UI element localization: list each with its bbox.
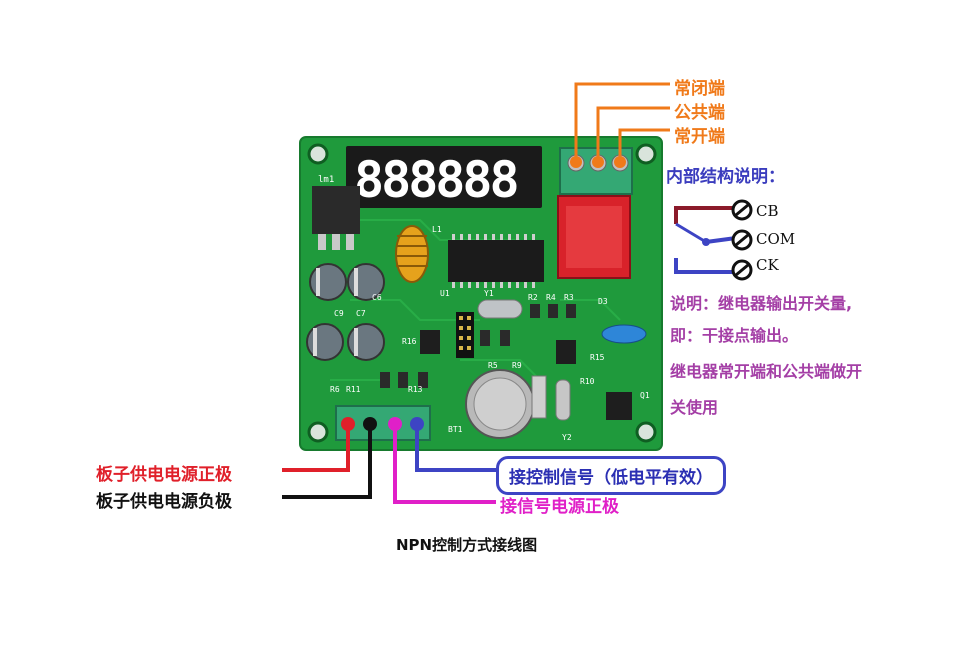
svg-text:R6: R6 [330, 385, 340, 394]
crystal-y1 [477, 299, 523, 319]
svg-text:C9: C9 [334, 309, 344, 318]
pin-header [456, 312, 474, 358]
seven-segment-display [346, 146, 542, 208]
schematic-screw-terminals [731, 199, 753, 281]
inductor-coil [395, 225, 429, 283]
label-normally-open: 常开端 [674, 127, 725, 147]
internal-structure-title: 内部结构说明： [666, 167, 785, 187]
magenta-wire [393, 424, 496, 504]
crystal-y2 [555, 379, 571, 421]
svg-text:R3: R3 [564, 293, 574, 302]
black-wire [282, 424, 372, 499]
svg-text:BT1: BT1 [448, 425, 463, 434]
blue-wire [415, 424, 496, 472]
svg-text:L1: L1 [432, 225, 442, 234]
relay-schematic [674, 206, 737, 274]
svg-text:R10: R10 [580, 377, 595, 386]
svg-text:R5: R5 [488, 361, 498, 370]
label-power-positive: 板子供电电源正极 [96, 465, 232, 485]
electrolytic-capacitors [306, 263, 385, 361]
note-line-3: 继电器常开端和公共端做开 [670, 362, 863, 381]
label-common: 公共端 [674, 103, 725, 123]
terminal-ck: CK [756, 256, 779, 274]
red-wire [282, 424, 350, 472]
svg-text:R4: R4 [546, 293, 556, 302]
svg-text:C6: C6 [372, 293, 382, 302]
svg-text:C7: C7 [356, 309, 366, 318]
note-line-2: 即：干接点输出。 [670, 326, 799, 345]
terminal-cb: CB [756, 202, 779, 220]
svg-text:R11: R11 [346, 385, 361, 394]
terminal-com: COM [756, 230, 796, 248]
svg-text:Y2: Y2 [562, 433, 572, 442]
svg-text:R15: R15 [590, 353, 605, 362]
svg-text:D3: D3 [598, 297, 608, 306]
voltage-regulator [312, 186, 360, 234]
label-normally-closed: 常闭端 [674, 79, 725, 99]
relay-output-wires [574, 82, 670, 158]
regulator-label: lm1 [318, 175, 334, 185]
note-line-1: 说明：继电器输出开关量, [670, 294, 853, 313]
label-power-negative: 板子供电电源负极 [96, 492, 232, 512]
svg-text:R2: R2 [528, 293, 538, 302]
svg-text:Y1: Y1 [484, 289, 494, 298]
display-digits: 888888 [354, 151, 517, 209]
blue-capacitor [601, 324, 647, 344]
svg-text:R13: R13 [408, 385, 423, 394]
svg-text:U1: U1 [440, 289, 450, 298]
mounting-holes [307, 143, 657, 443]
main-ic [448, 240, 544, 282]
diagram-caption: NPN控制方式接线图 [396, 536, 538, 554]
label-control-signal: 接控制信号（低电平有效） [496, 456, 726, 495]
svg-text:R16: R16 [402, 337, 417, 346]
note-line-4: 关使用 [670, 398, 719, 417]
svg-text:R9: R9 [512, 361, 522, 370]
smd-components [380, 304, 632, 420]
label-signal-power-positive: 接信号电源正极 [500, 497, 619, 517]
svg-text:Q1: Q1 [640, 391, 650, 400]
